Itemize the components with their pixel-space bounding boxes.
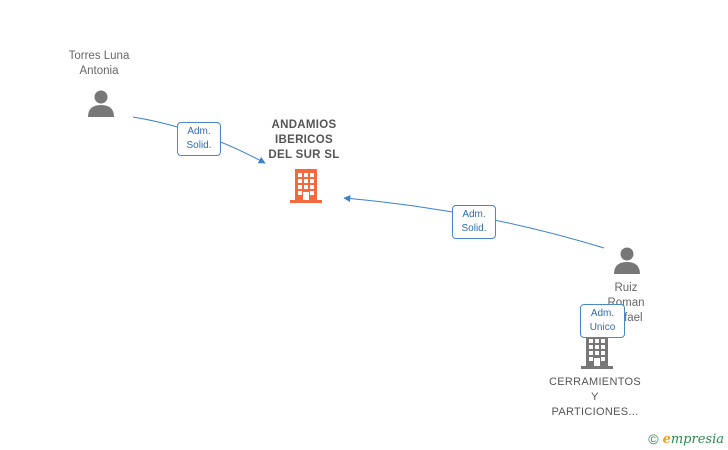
relation-badge[interactable]: Adm. Solid. [452,205,496,239]
label-line: IBERICOS [275,134,333,146]
badge-line: Adm. [590,308,615,319]
brand-initial: e [662,431,671,447]
label-line: Ruiz [614,282,638,294]
building-icon[interactable] [580,334,614,370]
badge-line: Solid. [461,223,487,234]
badge-line: Adm. [187,126,211,137]
brand-logo[interactable]: empresia [663,432,724,447]
label-line: CERRAMIENTOS [548,376,642,388]
label-line: PARTICIONES... [551,406,639,418]
relation-badge[interactable]: Adm. Solid. [177,122,221,156]
relation-badge[interactable]: Adm. Unico [580,304,625,338]
label-line: Y [591,391,599,403]
badge-line: Unico [589,322,616,333]
building-icon[interactable] [289,168,323,204]
brand-name: mpresia [670,431,724,447]
label-line: Antonia [79,65,119,77]
badge-line: Solid. [186,140,212,151]
footer-brand: © empresia [648,431,724,447]
label-line: Torres Luna [68,50,130,62]
copyright-icon: © [648,431,659,447]
company-label-cerramientos[interactable]: CERRAMIENTOS Y PARTICIONES... [540,375,650,420]
badge-line: Adm. [462,209,486,220]
company-label-andamios[interactable]: ANDAMIOS IBERICOS DEL SUR SL [252,118,356,163]
person-label-torres[interactable]: Torres Luna Antonia [60,49,138,79]
label-line: ANDAMIOS [271,119,337,131]
person-icon[interactable] [86,88,116,118]
person-icon[interactable] [612,245,642,275]
label-line: DEL SUR SL [268,149,340,161]
